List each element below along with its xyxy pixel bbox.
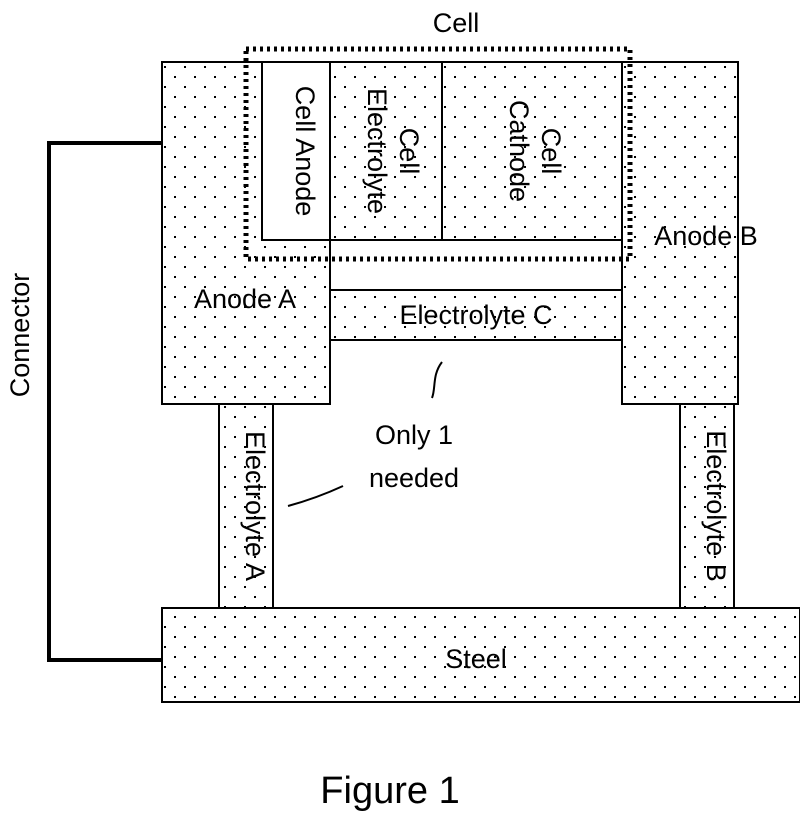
cell-electrolyte-box bbox=[329, 61, 443, 241]
anode-b-label: Anode B bbox=[654, 221, 758, 251]
cell-electrolyte-label-line1: Cell bbox=[394, 128, 424, 175]
cell-anode-box bbox=[261, 61, 331, 241]
electrolyte-b-block bbox=[679, 403, 735, 609]
cell-cathode-label-line2: Cathode bbox=[504, 100, 534, 202]
steel-label: Steel bbox=[445, 644, 507, 674]
note-pointer-upper bbox=[431, 361, 443, 399]
connector-wire bbox=[47, 141, 162, 662]
anode-a-label: Anode A bbox=[194, 284, 296, 314]
electrolyte-a-block bbox=[218, 403, 274, 609]
cell-anode-label: Cell Anode bbox=[290, 86, 320, 217]
electrolyte-c-block bbox=[329, 289, 623, 341]
note-label-line1: Only 1 bbox=[375, 420, 453, 450]
electrolyte-a-label: Electrolyte A bbox=[240, 431, 270, 581]
cell-cathode-label-line1: Cell bbox=[536, 128, 566, 175]
cell-electrolyte-label-line2: Electrolyte bbox=[362, 88, 392, 214]
electrolyte-c-label: Electrolyte C bbox=[399, 300, 552, 330]
connector-label: Connector bbox=[5, 273, 35, 398]
note-pointer-lower bbox=[287, 485, 344, 507]
gap-strip-outline bbox=[330, 239, 622, 291]
electrolyte-b-label: Electrolyte B bbox=[701, 430, 731, 582]
cell-boundary bbox=[243, 46, 633, 262]
figure-caption: Figure 1 bbox=[320, 770, 459, 812]
note-label-line2: needed bbox=[369, 463, 459, 493]
cell-label: Cell bbox=[433, 8, 480, 38]
steel-block bbox=[161, 607, 800, 703]
